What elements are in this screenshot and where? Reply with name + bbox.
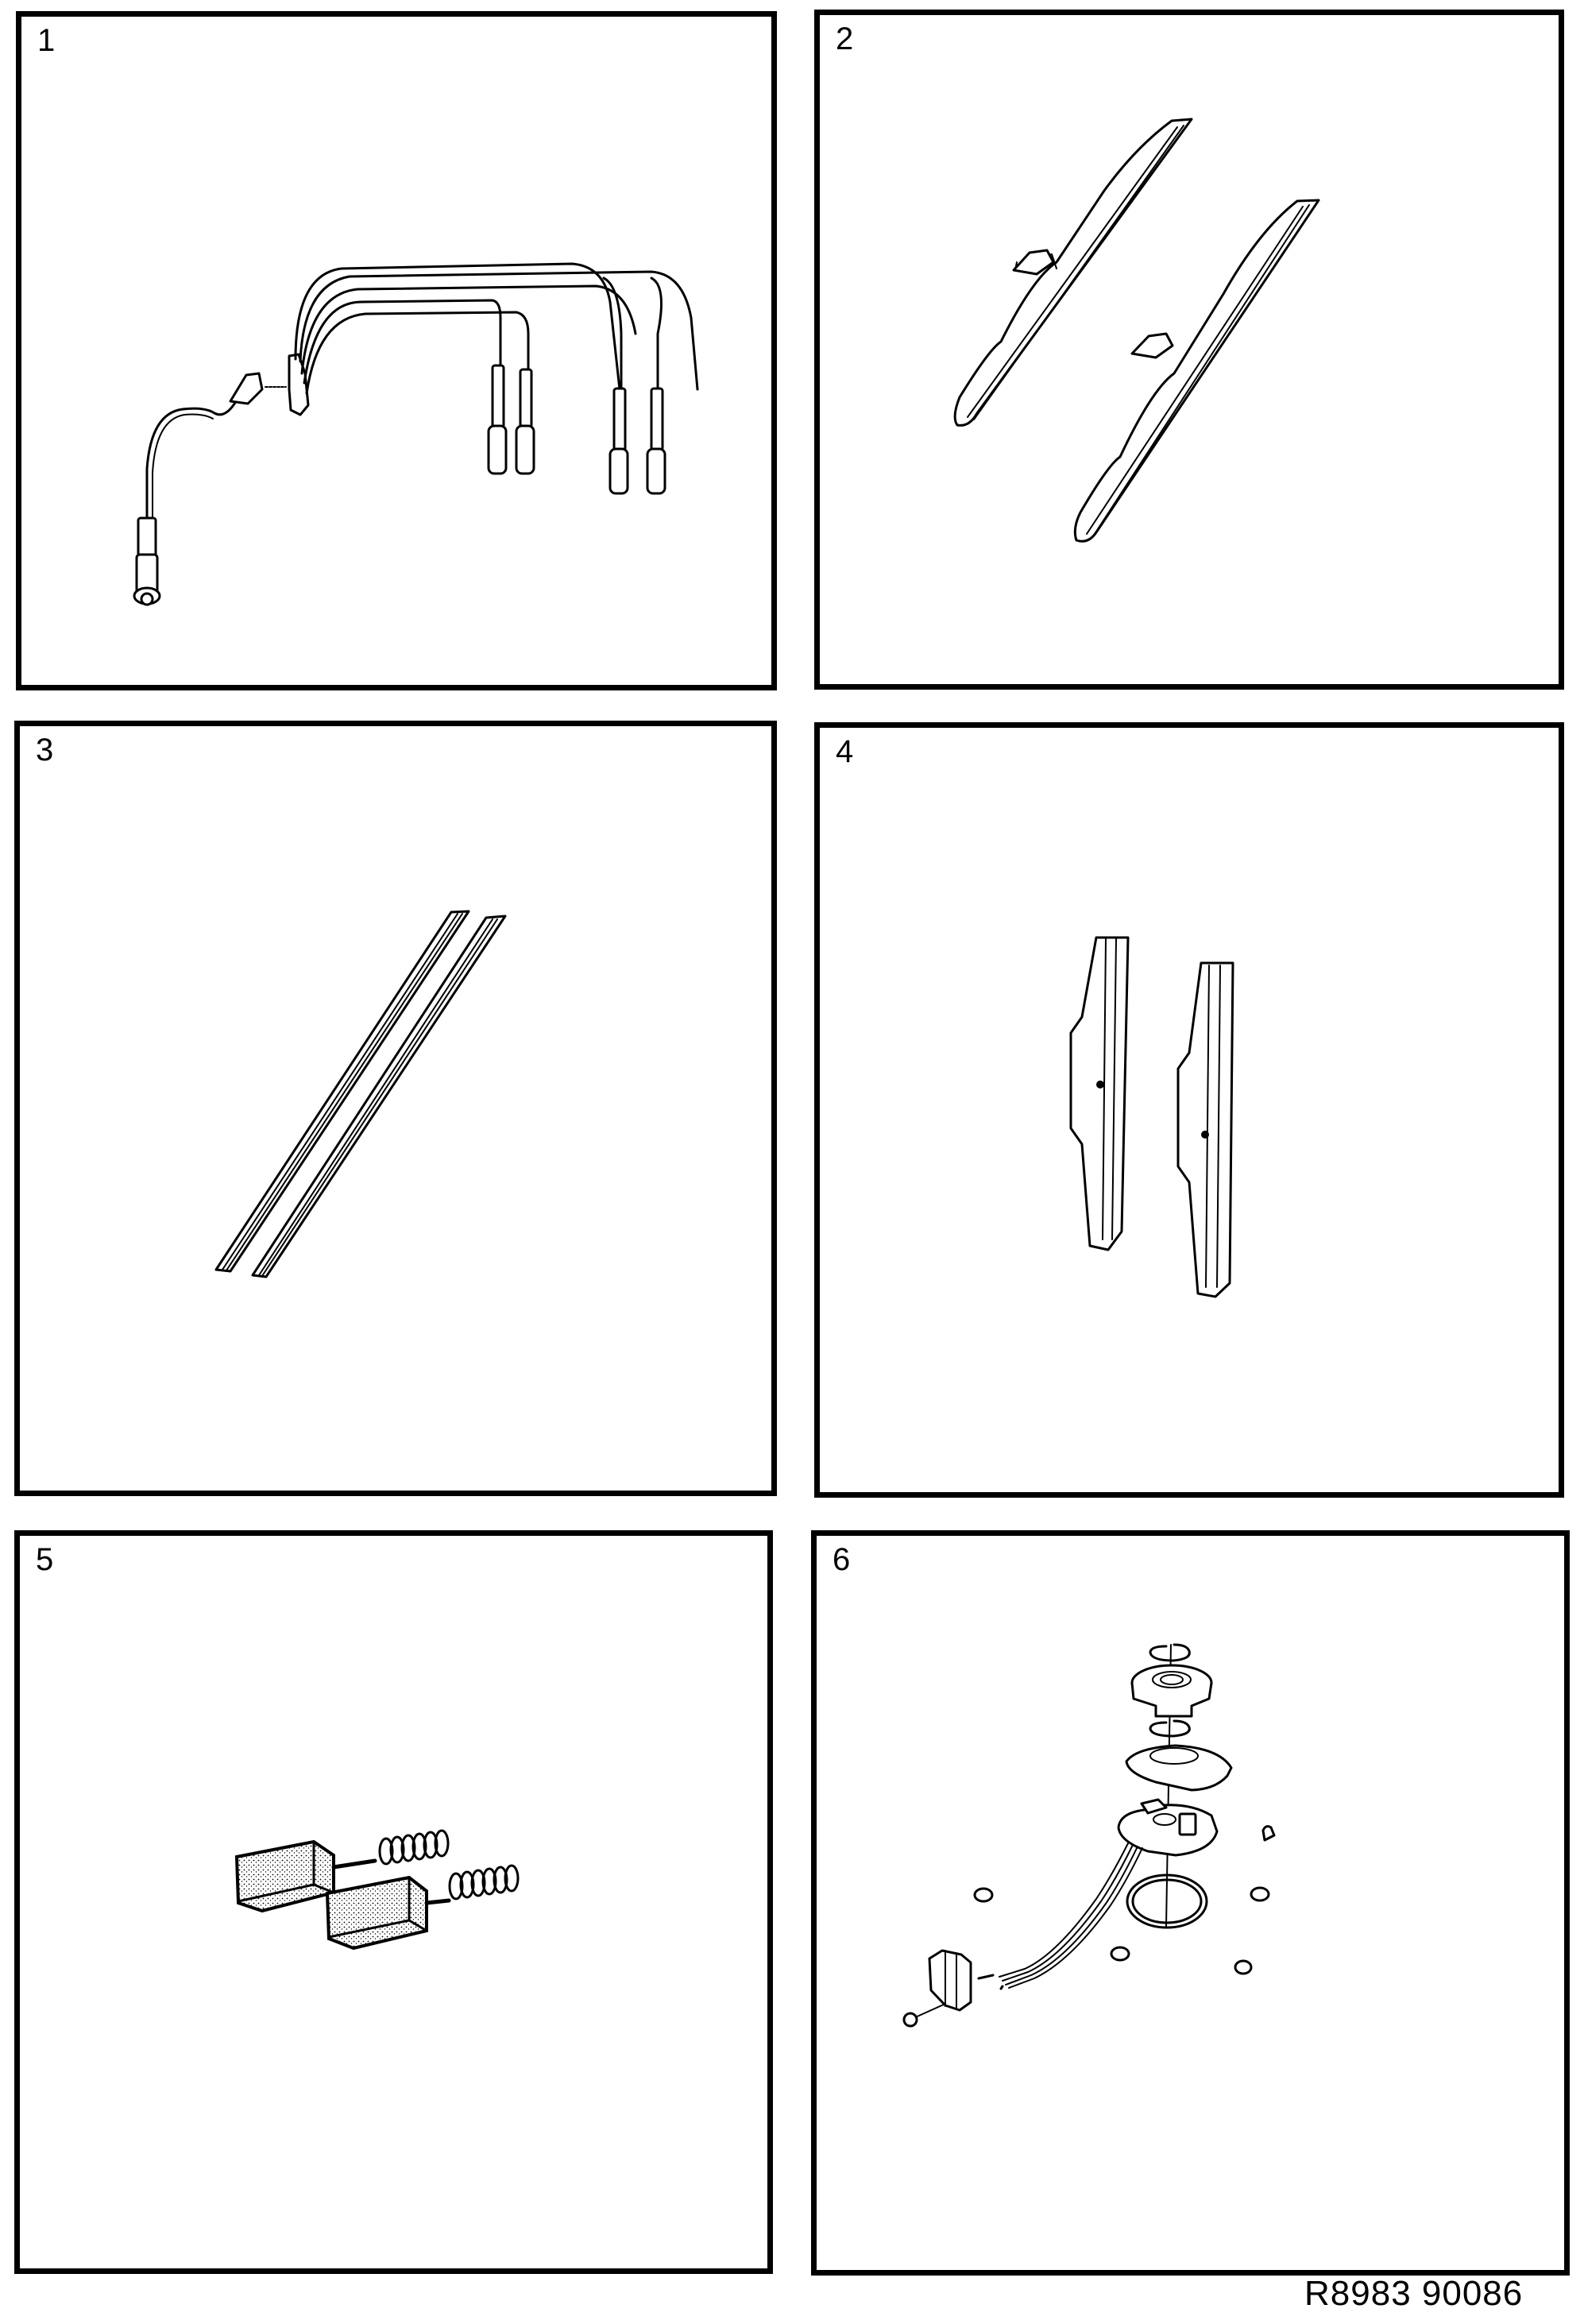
panel-number: 4 bbox=[836, 734, 854, 769]
short-wiper-blade-icon bbox=[1069, 936, 1234, 1298]
wiper-blade-icon bbox=[953, 118, 1320, 543]
drawing-reference-code: R8983 90086 bbox=[1304, 2274, 1524, 2313]
carbon-brush-icon bbox=[234, 1829, 520, 1951]
rubber-refill-icon bbox=[214, 910, 507, 1278]
panel-number: 2 bbox=[836, 21, 854, 56]
panel-3-rubber-refills: 3 bbox=[14, 721, 777, 1496]
panel-number: 6 bbox=[833, 1542, 851, 1577]
ignition-cable-icon bbox=[133, 262, 699, 606]
pickup-assembly-icon bbox=[902, 1643, 1276, 2028]
panel-number: 5 bbox=[36, 1542, 54, 1577]
panel-number: 1 bbox=[37, 23, 56, 58]
panel-number: 3 bbox=[36, 733, 54, 768]
